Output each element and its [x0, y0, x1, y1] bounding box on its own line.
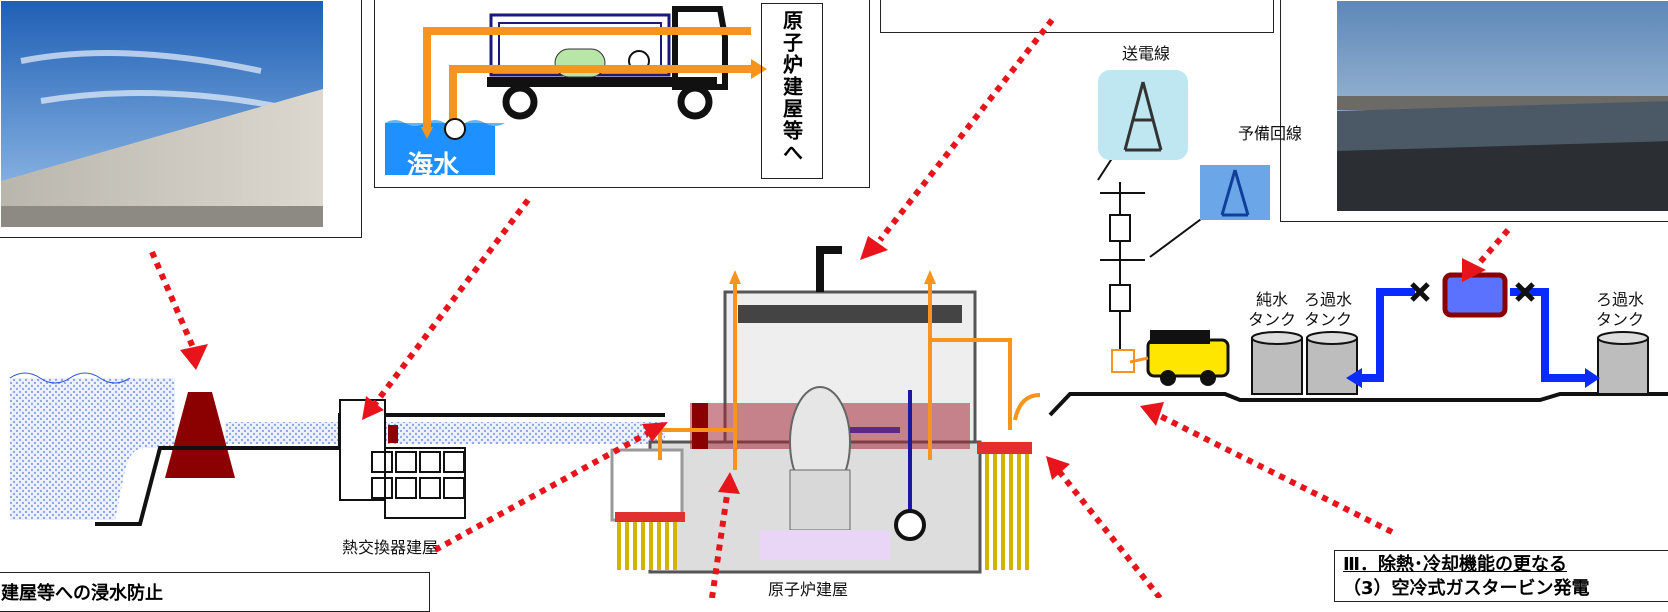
- top-right-text-panel: [880, 0, 1274, 33]
- sea-region: [10, 378, 175, 520]
- intake-channel: [225, 422, 665, 444]
- seawall-photo: [1, 1, 323, 227]
- reservoir-photo-panel: [1280, 0, 1668, 222]
- plant-diagram: [9, 18, 1668, 598]
- seawater-label: 海水: [407, 151, 460, 181]
- bottom-left-caption: 建屋等への浸水防止: [0, 572, 430, 612]
- seawall-photo-panel: [0, 0, 362, 238]
- reactor-building-label: 原子炉建屋: [768, 580, 849, 599]
- to-reactor-building-box: 原子炉建屋等へ: [761, 3, 823, 179]
- pump-truck-diagram: [385, 6, 767, 175]
- ground-line: [95, 392, 1668, 526]
- bottom-right-caption-line2: （3）空冷式ガスタービン発電: [1343, 578, 1590, 599]
- pump-truck-panel: 海水 原子炉建屋等へ: [374, 0, 870, 188]
- filtered-water-tank-label-1: ろ過水 タンク: [1304, 290, 1353, 329]
- filtered-water-tank-label-2: ろ過水 タンク: [1596, 290, 1645, 329]
- heat-exchanger-building-label: 熱交換器建屋: [342, 538, 439, 557]
- pure-water-tank-label: 純水 タンク: [1248, 290, 1297, 329]
- transmission-line-label: 送電線: [1122, 44, 1171, 63]
- backup-line-label: 予備回線: [1238, 124, 1303, 143]
- heat-exchanger-building: [339, 399, 386, 501]
- bottom-right-caption-line1: Ⅲ．除熱･冷却機能の更なる: [1343, 554, 1568, 575]
- to-reactor-building-label: 原子炉建屋等へ: [779, 10, 804, 164]
- bottom-right-caption: Ⅲ．除熱･冷却機能の更なる （3）空冷式ガスタービン発電: [1334, 550, 1668, 602]
- generator-truck: [1146, 338, 1230, 378]
- seawall: [165, 392, 235, 478]
- flood-prevention-title: 建屋等への浸水防止: [1, 583, 163, 604]
- reservoir-photo: [1337, 1, 1668, 211]
